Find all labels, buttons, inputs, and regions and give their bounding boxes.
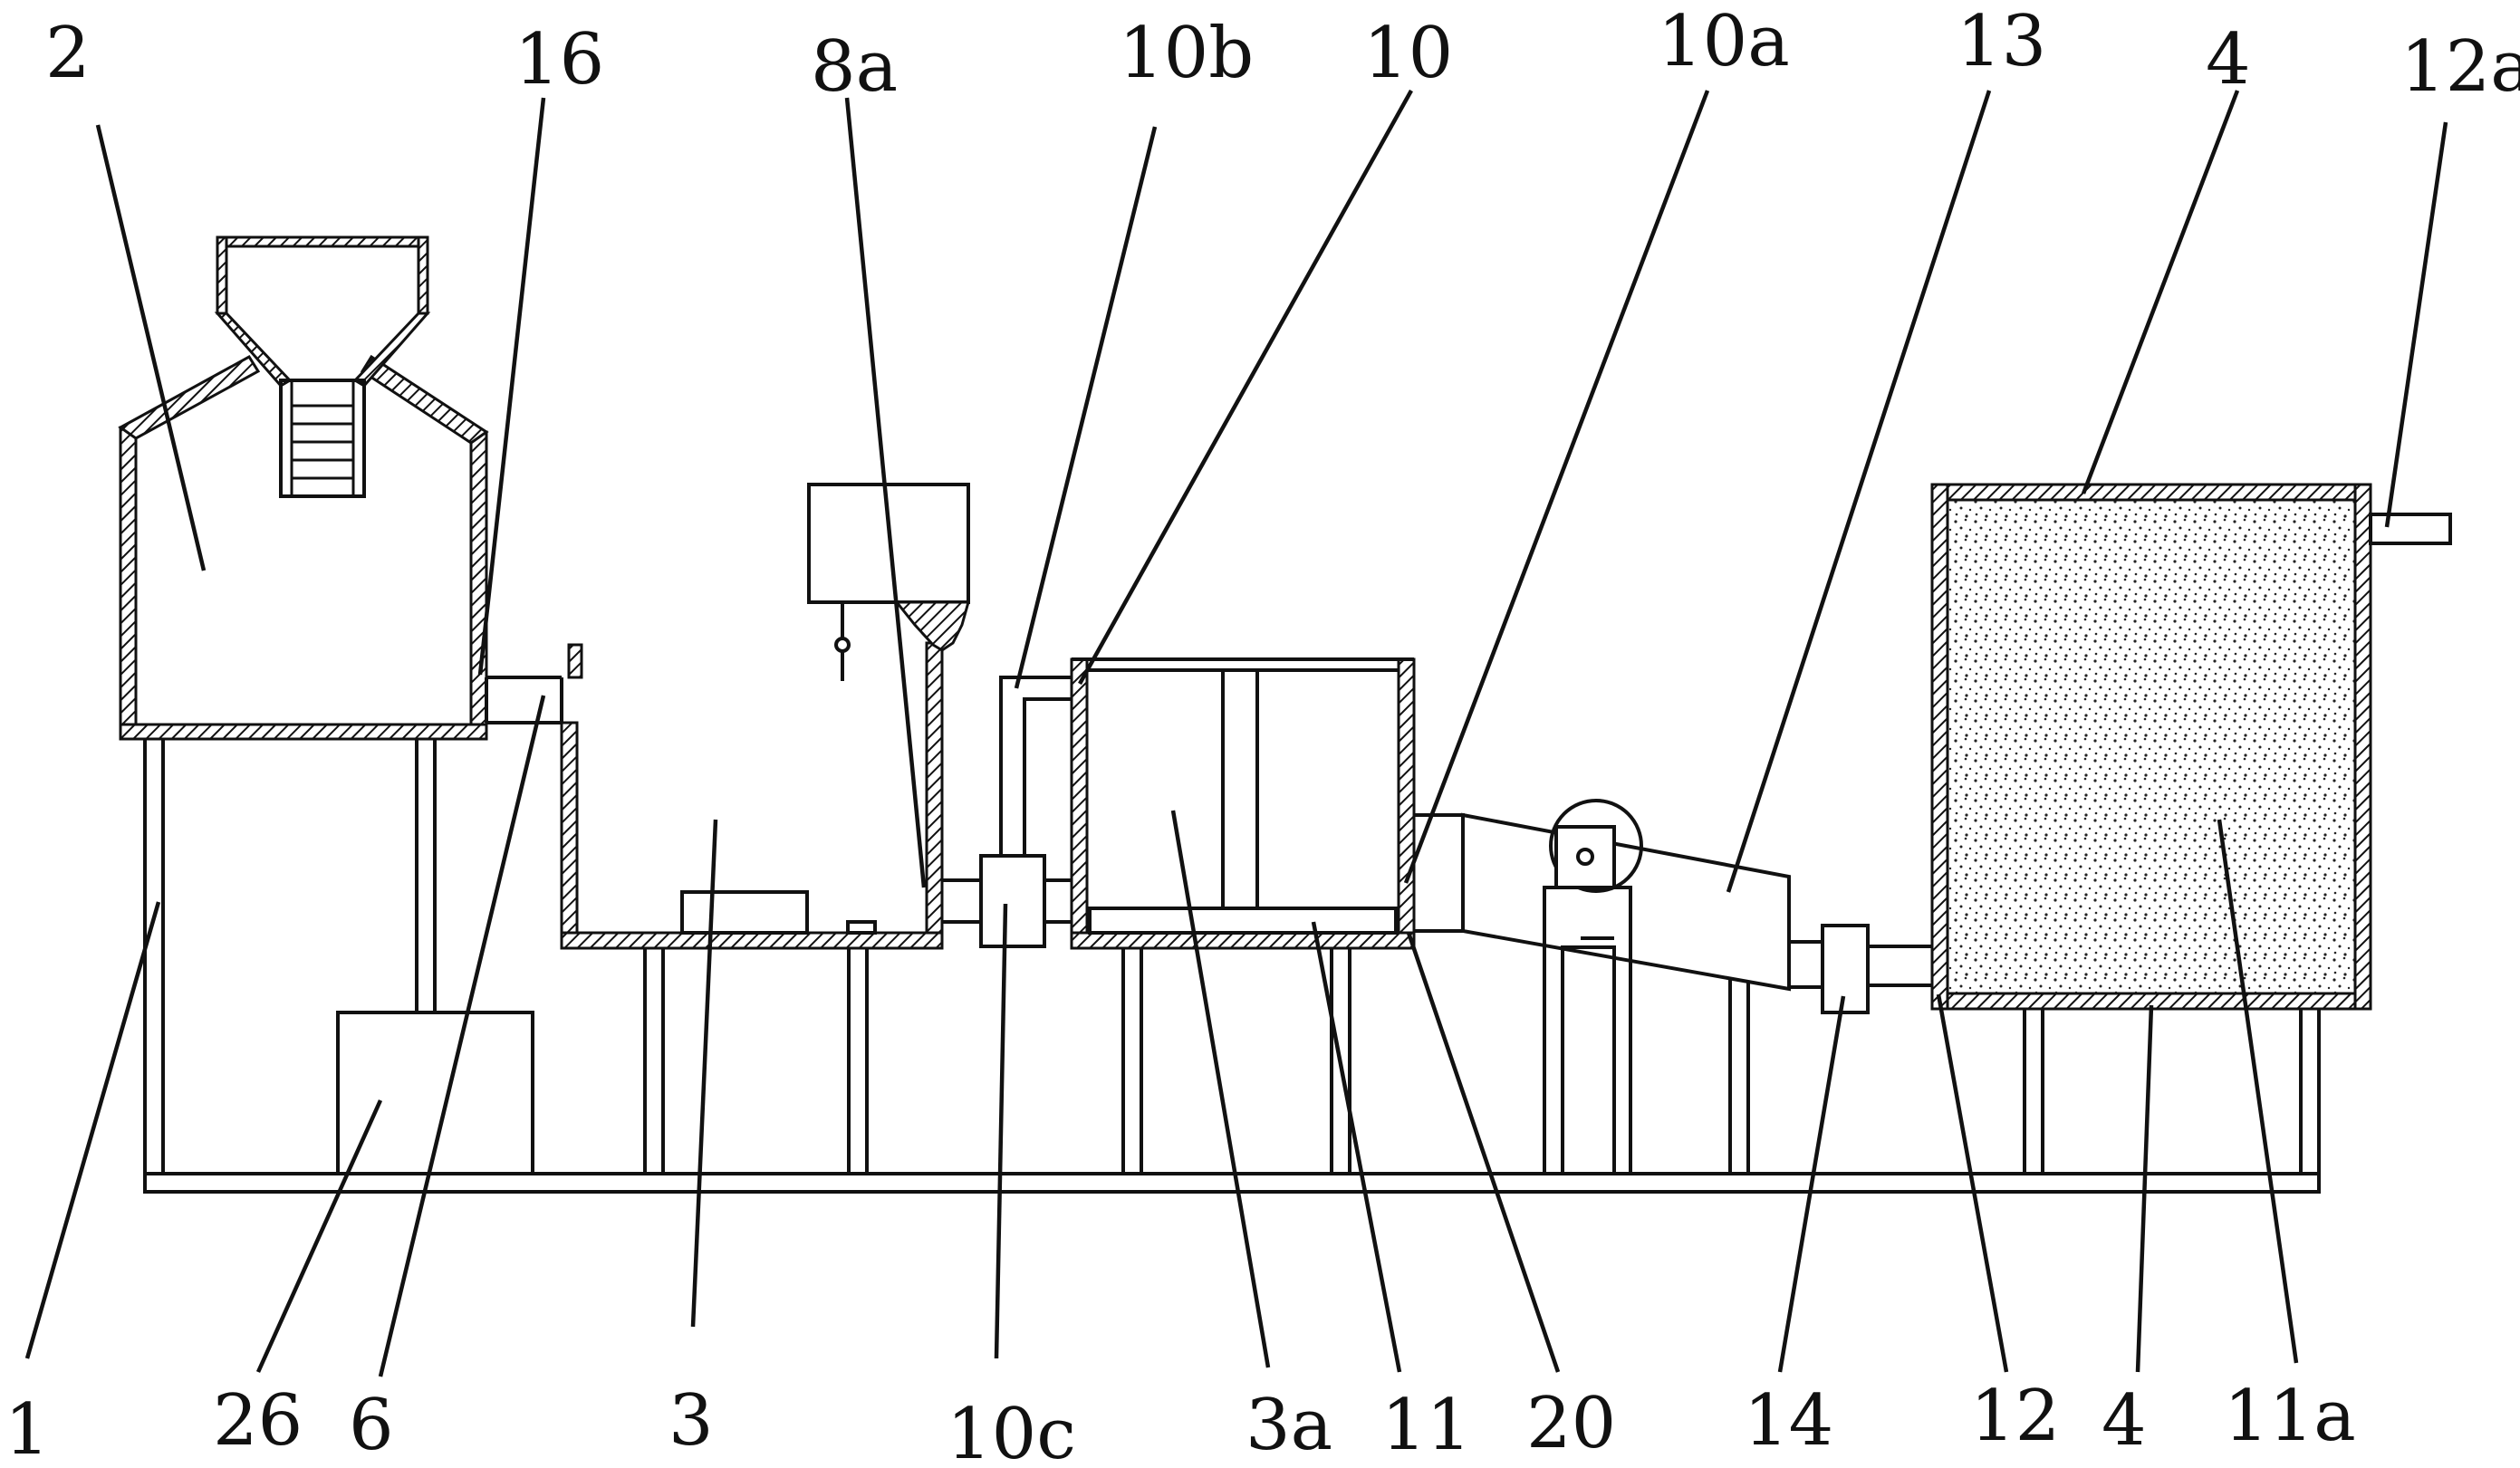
labels: 2 16 8a 10b 10 10a 13 4 12a 1 26 6 3 10c… — [5, 1, 2520, 1468]
motor-box-26 — [336, 1011, 534, 1175]
hopper-2 — [118, 235, 489, 741]
label-4-top: 4 — [2206, 19, 2251, 101]
label-3: 3 — [668, 1380, 714, 1462]
pipe-6 — [485, 676, 563, 724]
label-10: 10 — [1363, 13, 1453, 94]
label-11: 11 — [1381, 1385, 1471, 1466]
label-4-bottom: 4 — [2102, 1380, 2147, 1462]
storage-tank-4 — [1930, 483, 2452, 1174]
coupling-14 — [1789, 924, 1932, 1014]
label-20: 20 — [1526, 1383, 1616, 1464]
tank-3 — [560, 641, 944, 1174]
pipe-10b — [999, 676, 1072, 856]
dosing-unit-8a — [807, 483, 970, 681]
label-13: 13 — [1957, 1, 2046, 82]
label-8a: 8a — [811, 26, 898, 108]
label-16: 16 — [515, 19, 604, 101]
label-26: 26 — [213, 1380, 303, 1462]
label-14: 14 — [1744, 1380, 1833, 1462]
label-10b: 10b — [1119, 13, 1254, 94]
tank-10 — [1070, 657, 1416, 1174]
label-10c: 10c — [947, 1394, 1076, 1468]
label-2: 2 — [45, 13, 91, 94]
label-1: 1 — [5, 1389, 50, 1468]
label-10a: 10a — [1658, 1, 1790, 82]
leader-lines — [24, 89, 2448, 1377]
label-11a: 11a — [2224, 1376, 2356, 1457]
label-12: 12 — [1970, 1376, 2060, 1457]
label-6: 6 — [349, 1385, 394, 1466]
label-3a: 3a — [1246, 1385, 1332, 1466]
pump-10c — [942, 854, 1073, 948]
label-12a: 12a — [2400, 26, 2520, 108]
base-frame — [143, 735, 2321, 1194]
